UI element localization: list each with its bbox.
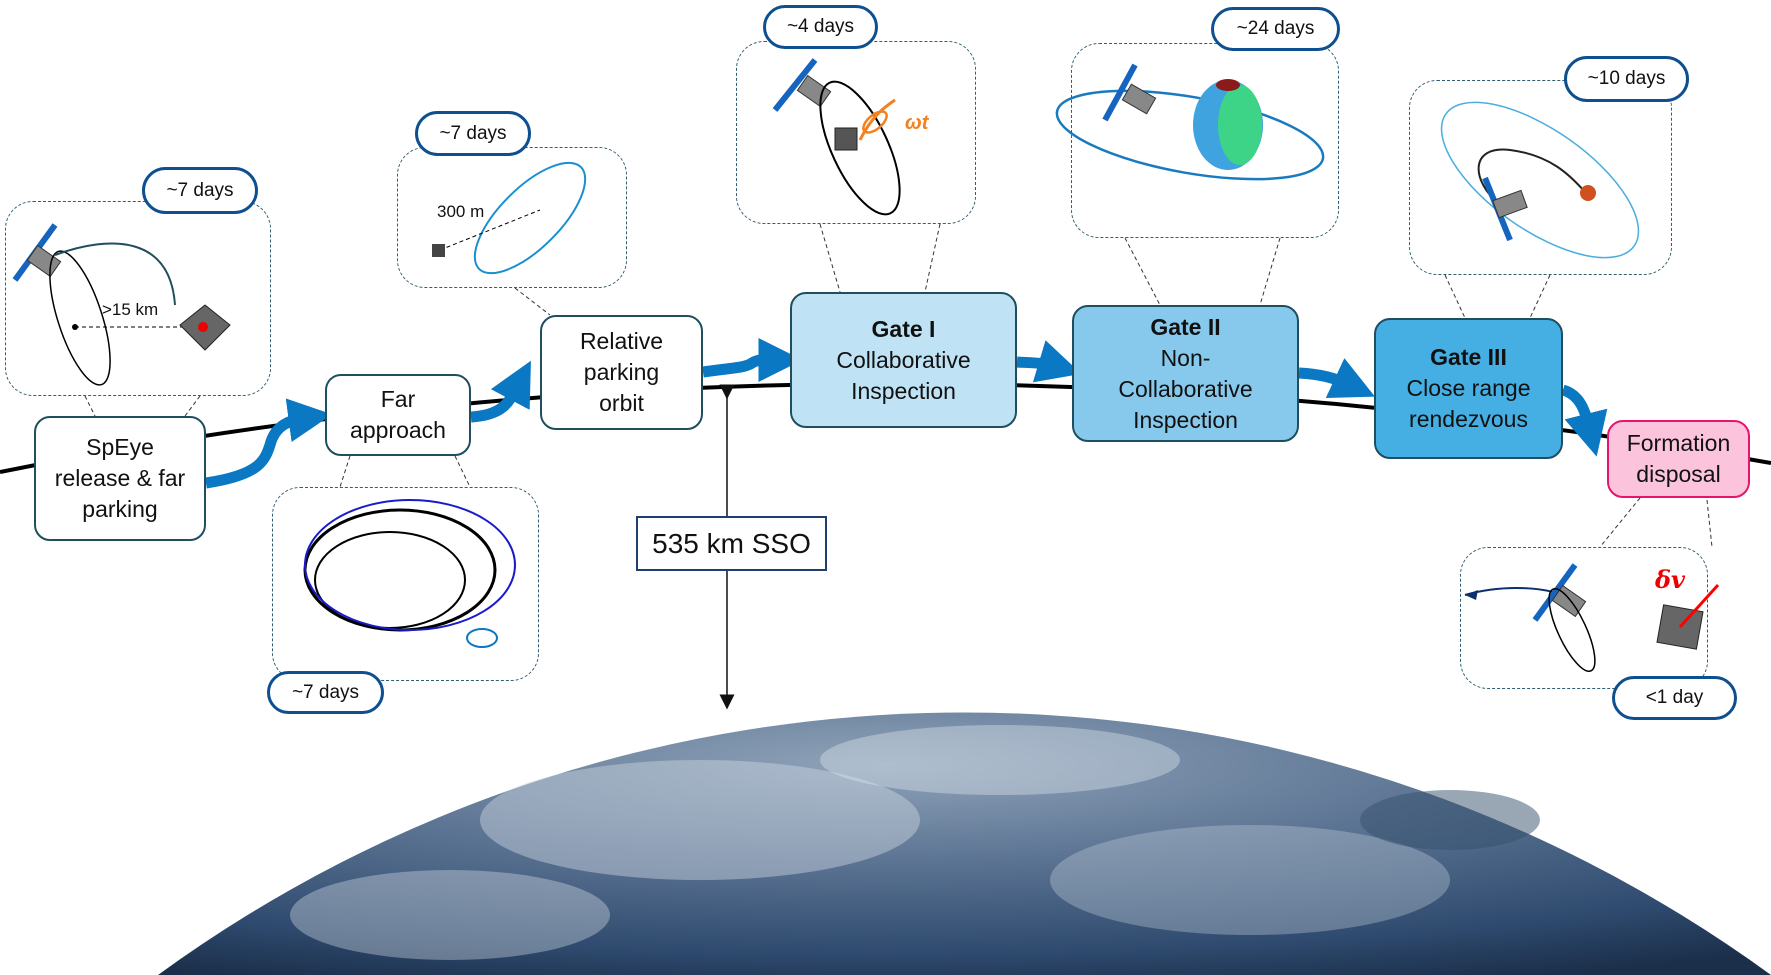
duration-pill-parking: ~7 days — [415, 111, 531, 156]
duration-pill-far-approach: ~7 days — [267, 671, 384, 714]
inset-gate1 — [736, 41, 976, 224]
duration-pill-gate2: ~24 days — [1211, 7, 1340, 51]
stage-disposal: Formation disposal — [1607, 420, 1750, 498]
inset-release — [5, 201, 271, 396]
stage-text: Relative parking orbit — [579, 328, 664, 416]
stage-gate2: Gate II Non-Collaborative Inspection — [1072, 305, 1299, 442]
release-distance-label: >15 km — [102, 300, 159, 319]
stage-title: Gate II — [1150, 313, 1221, 340]
rotation-label: ωt — [905, 112, 929, 134]
release-illustration — [12, 223, 231, 386]
inset-disposal — [1460, 547, 1708, 689]
far-approach-illustration — [303, 499, 516, 648]
inset-parking-orbit — [397, 147, 627, 288]
inset-gate3 — [1409, 80, 1672, 275]
stage-text: Collaborative Inspection — [836, 346, 971, 404]
stage-far-approach: Far approach — [325, 374, 471, 456]
inset-far-approach — [272, 487, 539, 681]
gate2-illustration — [1055, 63, 1325, 181]
stage-text: SpEye release & far parking — [54, 434, 186, 522]
gate1-illustration — [772, 58, 901, 216]
stage-text: Far approach — [350, 386, 446, 443]
stage-title: Gate I — [871, 315, 936, 342]
stage-text: Formation disposal — [1626, 430, 1731, 487]
stage-gate1: Gate I Collaborative Inspection — [790, 292, 1017, 428]
duration-pill-gate1: ~4 days — [763, 5, 878, 49]
parking-distance-label: 300 m — [437, 202, 485, 221]
orbit-altitude-label: 535 km SSO — [636, 516, 827, 571]
stage-release: SpEye release & far parking — [34, 416, 206, 541]
inset-connectors — [84, 223, 1713, 548]
parking-orbit-illustration — [432, 161, 587, 275]
disposal-illustration — [1464, 563, 1720, 672]
stage-parking-orbit: Relative parking orbit — [540, 315, 703, 430]
duration-pill-disposal: <1 day — [1612, 676, 1737, 720]
duration-pill-release: ~7 days — [142, 167, 258, 214]
delta-v-label: δv — [1655, 565, 1685, 594]
inset-gate2 — [1071, 43, 1339, 238]
gate3-illustration — [1440, 101, 1640, 259]
stage-title: Gate III — [1430, 344, 1507, 370]
stage-text: Close range rendezvous — [1406, 375, 1531, 432]
earth — [158, 712, 1771, 975]
transition-arrows — [205, 337, 1608, 489]
stage-text: Non-Collaborative Inspection — [1118, 344, 1253, 433]
duration-pill-gate3: ~10 days — [1564, 56, 1689, 102]
stage-gate3: Gate III Close range rendezvous — [1374, 318, 1563, 459]
